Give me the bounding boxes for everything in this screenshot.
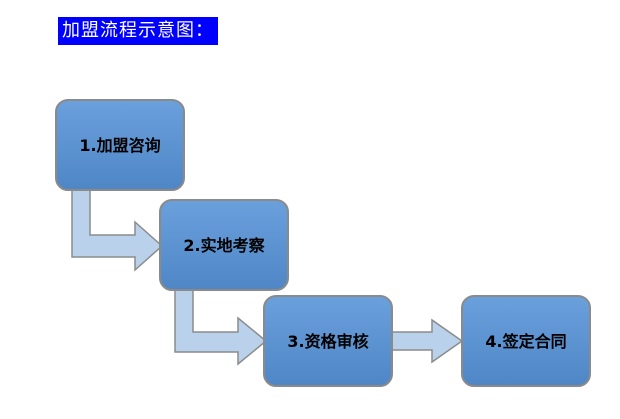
step-box-1: 1.加盟咨询	[55, 99, 185, 191]
step-label-2: 2.实地考察	[183, 236, 265, 255]
connector-arrow-2-3	[174, 287, 268, 366]
connector-arrow-3-4	[391, 318, 464, 364]
connector-arrow-1-2	[71, 189, 164, 272]
step-label-3: 3.资格审核	[287, 332, 368, 351]
step-box-2: 2.实地考察	[159, 199, 289, 291]
step-label-4: 4.签定合同	[485, 332, 566, 351]
step-box-4: 4.签定合同	[461, 295, 591, 387]
diagram-title: 加盟流程示意图：	[58, 17, 218, 45]
step-label-1: 1.加盟咨询	[79, 136, 160, 155]
step-box-3: 3.资格审核	[263, 295, 393, 387]
